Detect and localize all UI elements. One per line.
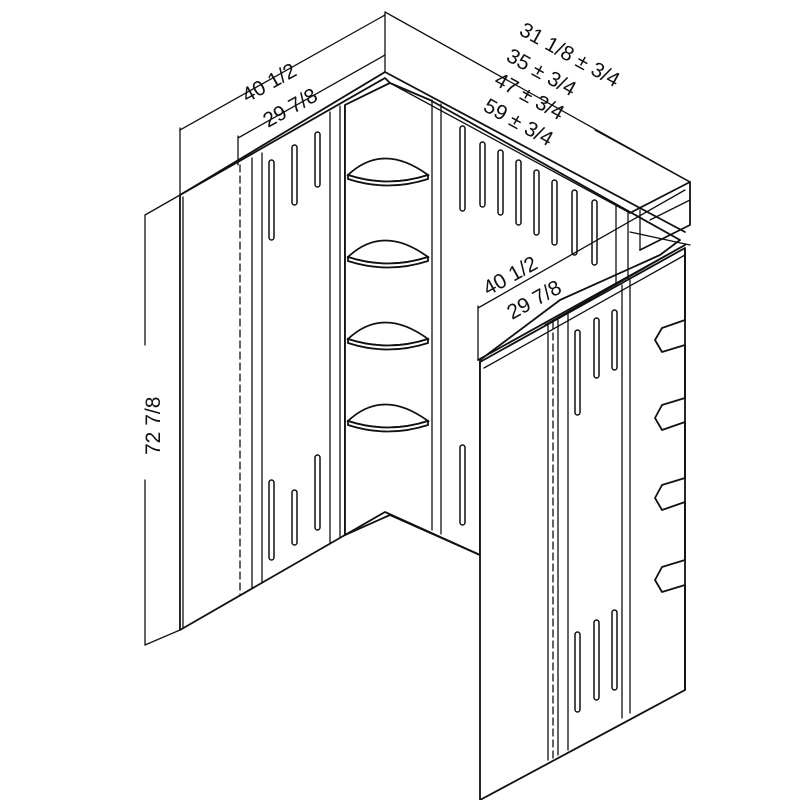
back-wall-slot [479,141,486,208]
dim-extension [144,194,181,216]
flange-line [649,199,691,221]
left-wall-slot [314,454,321,531]
right-wall-top-inner [483,254,686,369]
back-wall-top-edge [384,71,686,233]
dim-line-right-outer [477,189,686,309]
back-wall-slot [515,159,522,226]
corner-shelf [346,403,430,433]
back-wall-slot [571,189,578,256]
left-wall-slot [291,489,298,546]
right-wall-slot [574,329,581,416]
dim-line-right-inner [544,244,686,326]
back-wall-slot [459,444,466,526]
right-wall-slot [611,309,618,371]
left-wall-slot [268,479,275,561]
dimension-lines [144,11,691,646]
dim-label-height: 72 7/8 [142,397,165,455]
corner-shelves [346,157,430,433]
back-wall-slot [497,149,504,216]
back-wall-slot [591,199,598,266]
left-wall-slot [291,144,298,206]
back-wall-slot [533,169,540,236]
back-right-wall-panel [344,71,686,556]
left-wall-panel [179,71,391,631]
left-wall-slot [268,159,275,241]
corner-shelf [346,157,430,187]
back-wall-top-inner [389,82,631,214]
dim-line-left-inner [237,54,386,139]
right-wall-notched-edge [654,249,686,691]
top-flange-detail [629,181,691,251]
corner-shelf [346,321,430,351]
right-wall-panel [477,244,686,801]
dim-line-top-right-2 [594,129,691,183]
right-wall-slot [574,631,581,713]
back-wall-slot [459,125,466,212]
left-wall-slot [314,131,321,188]
left-wall-top-edge [179,71,386,196]
right-wall-slot [611,609,618,691]
dim-line-left-outer [179,14,386,131]
dim-extension [144,629,181,646]
flange-outline [629,181,691,251]
right-wall-slot [593,619,600,701]
flange-line [629,231,691,246]
floor-edge [344,511,481,556]
corner-shelf [346,239,430,269]
back-wall-slot [551,179,558,246]
right-wall-slot [593,317,600,379]
